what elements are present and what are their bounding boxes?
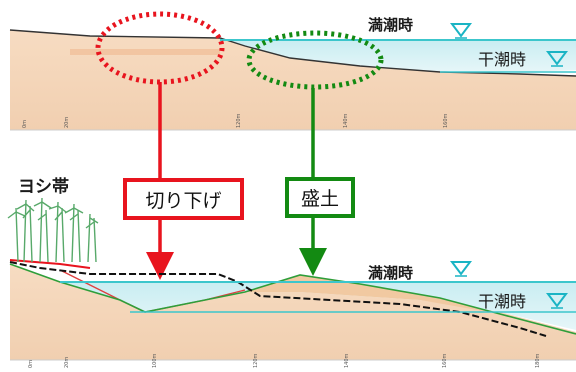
top-water (220, 40, 576, 72)
top-ground-line (9, 29, 576, 77)
top-tick-1: 20m (64, 116, 70, 128)
bottom-tick-6: 180m (535, 353, 541, 368)
reed-edge-line (9, 259, 91, 269)
reed-bed-icon (7, 197, 99, 263)
bottom-tick-3: 120m (253, 353, 259, 368)
bottom-tick-2: 100m (152, 353, 158, 368)
fill-mound (245, 275, 500, 314)
reed-bed-label: ヨシ帯 (18, 177, 69, 197)
bottom-tick-5: 160m (442, 353, 448, 368)
top-tick-3: 140m (343, 113, 349, 128)
top-tick-4: 160m (443, 113, 449, 128)
top-section (9, 11, 576, 131)
bottom-high-tide-label: 満潮時 (368, 264, 414, 282)
bottom-high-tide-marker-icon (450, 261, 472, 276)
bottom-low-tide-label: 干潮時 (478, 292, 527, 311)
bottom-low-tide-marker-icon (546, 293, 568, 308)
bottom-tick-1: 20m (64, 356, 70, 368)
fill-area-highlight (246, 30, 384, 90)
top-high-tide-label: 満潮時 (368, 16, 414, 34)
cut-area-highlight (95, 11, 225, 85)
top-high-tide-marker-icon (450, 23, 472, 38)
bottom-tick-4: 140m (344, 353, 350, 368)
bottom-section (7, 197, 576, 361)
bottom-water (60, 282, 576, 330)
top-tick-2: 120m (236, 113, 242, 128)
top-low-tide-label: 干潮時 (478, 50, 527, 69)
new-ground-line (9, 263, 576, 335)
cut-label-box: 切り下げ (123, 178, 244, 220)
bottom-tick-0: 0m (28, 359, 34, 368)
original-ground-line (9, 261, 547, 337)
fill-label-box: 盛土 (285, 177, 355, 218)
top-tick-0: 0m (22, 119, 28, 128)
top-low-tide-marker-icon (546, 51, 568, 66)
